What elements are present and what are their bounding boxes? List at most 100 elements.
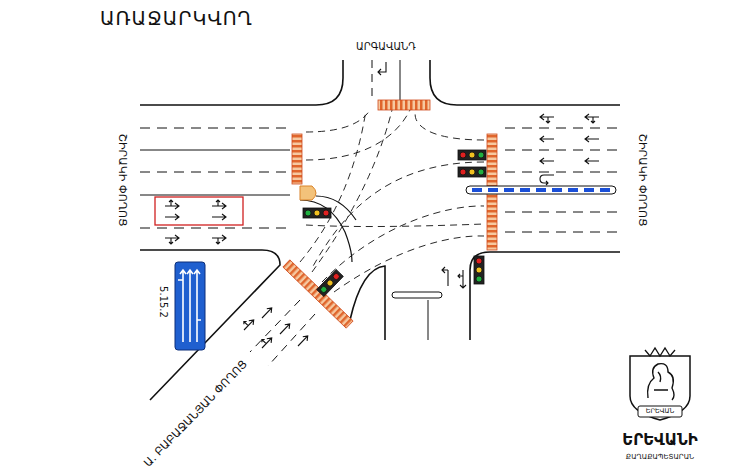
lane-markings [505, 150, 620, 151]
turn-trajectories [334, 236, 484, 292]
lane-arrows [278, 322, 292, 336]
lane-arrows [442, 267, 448, 286]
lane-markings [140, 128, 290, 129]
median-divider [466, 186, 616, 194]
turn-trajectories [415, 110, 484, 140]
turn-trajectories [306, 110, 410, 160]
lane-arrows [260, 306, 274, 320]
city-emblem [648, 364, 674, 400]
turn-trajectories [322, 206, 484, 282]
traffic-lights [317, 269, 344, 296]
road-sign [175, 262, 205, 350]
road-sign [175, 262, 205, 350]
lane-arrows [240, 316, 256, 332]
median-divider [466, 186, 616, 194]
street-name: Ա. ԲԱԲԱՋԱՆՅԱՆ ՓՈՂՈՑ [142, 358, 250, 469]
traffic-lights [460, 152, 466, 158]
traffic-lights [476, 276, 482, 282]
lane-markings [392, 292, 442, 298]
city-name: ԵՐԵՎԱՆԻ [622, 432, 697, 449]
turn-trajectories [300, 110, 366, 262]
traffic-lights [323, 210, 329, 216]
traffic-lights [460, 169, 466, 175]
lane-markings [372, 60, 373, 100]
road-sign [178, 270, 201, 342]
diagram-title: ԱՌԱՋԱՐԿՎՈՂ [100, 8, 253, 29]
median-curve [300, 200, 352, 262]
lane-markings [505, 212, 620, 213]
lane-arrows [540, 136, 554, 142]
lane-markings [140, 172, 290, 173]
traffic-lights [317, 269, 344, 296]
road-sign [194, 270, 201, 342]
lane-arrows [165, 214, 179, 220]
traffic-lights [469, 169, 475, 175]
street-name: ՇԻՐԱԿԻ ՓՈՂՈՑ [636, 134, 648, 227]
lane-arrows [212, 200, 226, 209]
lane-arrows [165, 62, 599, 350]
traffic-lights [305, 210, 311, 216]
traffic-lights [303, 208, 331, 218]
lane-markings [505, 232, 620, 233]
road-edges [350, 266, 385, 340]
road-sign [178, 270, 186, 342]
lane-markings [140, 228, 290, 229]
lane-markings [400, 60, 401, 100]
lane-markings [428, 300, 429, 340]
turn-trajectories [312, 162, 484, 268]
traffic-lights [476, 258, 482, 264]
lane-markings [505, 172, 620, 173]
lane-arrows [212, 235, 226, 244]
lane-markings [140, 195, 290, 196]
lane-arrows [540, 114, 554, 123]
city-emblem [638, 406, 682, 417]
traffic-lights [458, 150, 486, 160]
lane-arrows [296, 334, 310, 348]
turn-trajectories [312, 110, 392, 272]
traffic-lights [303, 150, 486, 297]
lane-arrows [585, 136, 599, 142]
highlight-box [155, 197, 243, 225]
traffic-lights [474, 256, 484, 284]
office-name: ՔԱՂԱՔԱՊԵՏԱՐԱՆ [626, 454, 694, 462]
road-sign [187, 270, 193, 342]
crosswalks [378, 100, 430, 110]
city-emblem [630, 348, 690, 420]
road-edges [140, 250, 280, 400]
lane-markings [140, 150, 290, 151]
lane-markings [268, 314, 315, 366]
traffic-lights [458, 167, 486, 177]
lane-arrows [378, 62, 466, 288]
median-curve [300, 196, 356, 262]
median-divider [472, 188, 614, 192]
city-emblem [630, 356, 690, 420]
traffic-lights [478, 152, 484, 158]
crosswalks [283, 260, 353, 328]
traffic-lights [332, 272, 340, 280]
lane-arrows [458, 270, 466, 288]
turn-trajectories [306, 110, 370, 132]
lane-arrows [212, 214, 226, 220]
road-edges [470, 252, 620, 340]
lane-markings [505, 128, 620, 129]
road-edges [140, 60, 343, 105]
sign-code: 5.15.2 [158, 286, 169, 318]
lane-arrows [378, 62, 386, 75]
crosswalks [292, 134, 302, 184]
lane-arrows [585, 114, 599, 123]
lane-arrows [585, 158, 599, 164]
road-edges [140, 60, 620, 400]
lane-markings [250, 300, 300, 352]
city-emblem [645, 348, 675, 356]
emblem-ribbon: ԵՐԵՎԱՆ [645, 408, 676, 415]
traffic-lights [326, 279, 334, 287]
street-name: ԱՐԳԱՎԱՆԴ [356, 41, 416, 52]
turn-trajectories [300, 110, 484, 292]
island-nose [300, 186, 316, 200]
lane-arrows [165, 200, 179, 209]
turn-trajectories [306, 224, 484, 227]
crosswalks [283, 100, 497, 328]
road-edges [430, 60, 620, 105]
